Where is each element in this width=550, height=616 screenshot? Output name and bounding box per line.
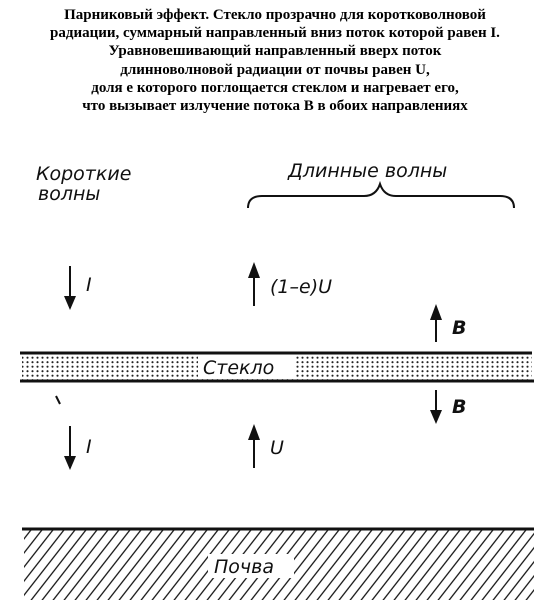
glass-plate [20,351,534,383]
caption-line: длинноволновой радиации от почвы равен U… [120,61,430,78]
caption-line: что вызывает излучение потока В в обоих … [82,98,468,115]
flux-b-up-label: B [452,317,466,339]
soil [22,527,534,600]
long-waves-label: Длинные волны [287,160,447,182]
caption: Парниковый эффект. Стекло прозрачно для … [0,6,550,115]
caption-line: Уравновешивающий направленный вверх пото… [108,43,442,60]
arrow-down-icon [430,390,442,424]
arrow-down-icon [64,426,76,470]
short-waves-label: волны [38,183,100,205]
caption-line: доля е которого поглощается стеклом и на… [91,79,459,96]
stray-mark [55,395,61,405]
short-waves-label: Короткие [36,163,131,185]
caption-line: радиации, суммарный направленный вниз по… [50,25,500,42]
arrow-up-icon [430,304,442,342]
glass-label: Стекло [203,357,274,379]
curly-brace [247,180,515,209]
flux-u-label: U [270,437,284,459]
arrow-down-icon [64,266,76,310]
flux-i-bottom-label: I [86,436,92,458]
caption-line: Парниковый эффект. Стекло прозрачно для … [64,7,486,23]
soil-label: Почва [214,556,274,578]
flux-b-down-label: B [452,396,466,418]
flux-absorbed-label: (1–e)U [270,276,332,298]
arrow-up-icon [248,424,260,468]
arrow-up-icon [248,262,260,306]
flux-i-top-label: I [86,274,92,296]
